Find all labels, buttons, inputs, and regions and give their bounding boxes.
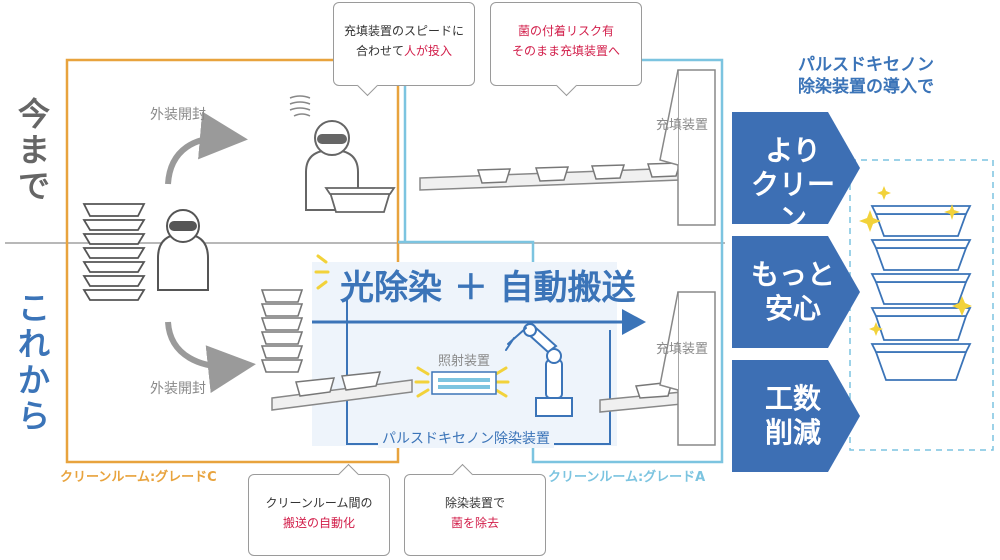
conveyor-bottom-trays [295, 371, 382, 397]
callout-line: クリーンルーム間の [265, 496, 373, 510]
benefit-cleaner: より クリーン [738, 134, 848, 236]
callout-manual-loading: 充填装置のスピードに 合わせて人が投入 [333, 2, 475, 97]
clean-tray-box [849, 159, 994, 451]
benefit-chevron-labor [732, 360, 860, 472]
callout-line: 除染装置で [444, 496, 505, 510]
callout-text: 合わせて [355, 44, 404, 58]
cleanroom-a-border [398, 58, 724, 464]
robot-arm [505, 323, 573, 417]
pulse-device-label: パルスドキセノン除染装置 [378, 428, 554, 448]
headline-text: 光除染 ＋ 自動搬送 [340, 268, 636, 308]
worker-center-icon [157, 209, 209, 291]
row-label-future-char: ら [17, 397, 50, 435]
benefit-safer: もっと 安心 [738, 258, 848, 326]
callout-highlight: そのまま充填装置へ [511, 44, 620, 58]
row-label-future: こ れ か ら [14, 290, 54, 434]
benefit-text: より [765, 134, 821, 167]
unpack-arrow-bottom [165, 321, 256, 393]
row-label-future-char: こ [17, 289, 50, 327]
benefit-text: 安心 [764, 292, 821, 325]
row-label-now-char: 今 [17, 95, 50, 133]
tray-stack-bottom-icon [260, 289, 304, 373]
benefit-chevron-cleaner [732, 112, 860, 224]
filler-machine-top [659, 69, 716, 226]
row-label-now: 今 ま で [14, 96, 54, 204]
label-filler-bottom: 充填装置 [656, 342, 709, 357]
cleanroom-a-label: クリーンルーム:グレードA [548, 470, 706, 485]
row-label-future-char: か [17, 361, 50, 399]
row-label-now-char: ま [17, 131, 50, 169]
benefit-text: 削減 [764, 416, 821, 449]
benefit-chevron-safer [732, 236, 860, 348]
clean-tray-stack-icon [870, 205, 972, 381]
label-filler-top: 充填装置 [656, 118, 709, 133]
callout-line: 合わせて人が投入 [334, 41, 474, 61]
intro-heading-line2: 除染装置の導入で [798, 77, 934, 97]
irradiation-device [431, 371, 497, 395]
headline-sparkle-icon [314, 254, 330, 290]
callout-highlight: 菌を除去 [450, 516, 499, 530]
unpack-arrow-top [165, 111, 248, 185]
intro-heading: パルスドキセノン 除染装置の導入で [776, 54, 956, 98]
row-label-future-char: れ [17, 325, 50, 363]
intro-heading-line1: パルスドキセノン [798, 55, 934, 75]
cleanroom-c-border [65, 55, 400, 464]
benefit-text: 工数 [764, 382, 821, 415]
stress-icon [289, 95, 311, 117]
filler-machine-bottom [659, 291, 716, 446]
benefit-text: クリーン [750, 168, 835, 235]
callout-line: 充填装置のスピードに [343, 24, 464, 38]
conveyor-top-trays [476, 162, 682, 184]
cleanroom-c-label: クリーンルーム:グレードC [60, 470, 217, 485]
callout-germ-removal: 除染装置で 菌を除去 [404, 463, 546, 556]
callout-highlight: 人が投入 [404, 44, 453, 58]
callout-contamination-risk: 菌の付着リスク有 そのまま充填装置へ [490, 2, 642, 97]
label-irradiation: 照射装置 [438, 354, 491, 369]
tray-held-icon [324, 187, 396, 213]
benefit-text: もっと [750, 258, 835, 291]
callout-automated-transport: クリーンルーム間の 搬送の自動化 [248, 463, 390, 556]
row-label-now-char: で [17, 167, 50, 205]
tray-stack-left-icon [82, 203, 146, 301]
label-unpack-top: 外装開封 [150, 107, 206, 123]
callout-highlight: 搬送の自動化 [282, 516, 355, 530]
callout-highlight: 菌の付着リスク有 [517, 24, 614, 38]
benefit-labor: 工数 削減 [738, 382, 848, 450]
label-unpack-bottom: 外装開封 [150, 381, 206, 397]
shine-sparkle-icon [859, 186, 972, 336]
device-sparkle-icon [414, 366, 510, 398]
